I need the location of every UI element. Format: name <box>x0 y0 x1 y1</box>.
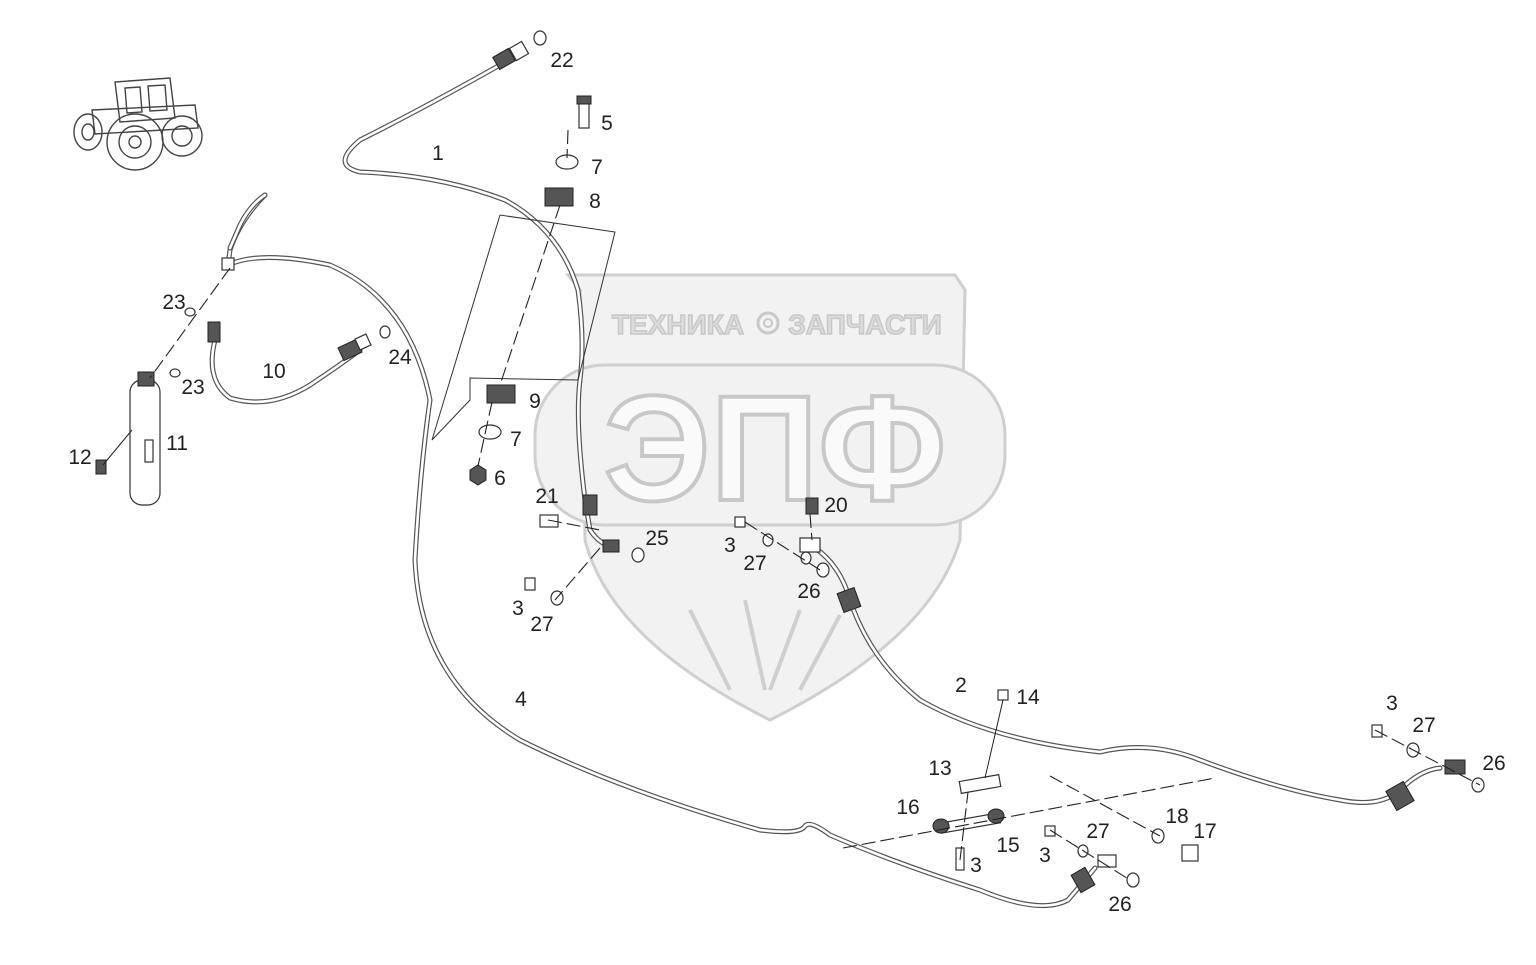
watermark-text-left: ТЕХНИКА <box>612 309 744 340</box>
callout-9: 9 <box>529 390 541 413</box>
callout-3: 3 <box>512 597 524 620</box>
watermark: ТЕХНИКА ЗАПЧАСТИ ЭПФ <box>533 273 1007 722</box>
nut-6 <box>469 464 487 486</box>
callout-8: 8 <box>589 190 601 213</box>
callout-27: 27 <box>743 552 766 575</box>
callout-5: 5 <box>601 112 613 135</box>
callout-27: 27 <box>1412 714 1435 737</box>
callout-27: 27 <box>1086 820 1109 843</box>
callout-17: 17 <box>1193 820 1216 843</box>
callout-14: 14 <box>1016 686 1040 709</box>
pipes <box>209 62 1443 909</box>
callout-13: 13 <box>928 757 951 780</box>
callout-12: 12 <box>68 446 91 469</box>
clamp-9 <box>486 384 516 404</box>
callout-26: 26 <box>1108 893 1131 916</box>
callout-11: 11 <box>166 432 188 455</box>
washer-7-bottom <box>478 424 502 440</box>
callout-15: 15 <box>996 834 1019 857</box>
callout-7: 7 <box>510 428 522 451</box>
callout-20: 20 <box>824 494 847 517</box>
wheat-icon <box>688 599 842 691</box>
callout-3: 3 <box>970 854 982 877</box>
callout-3: 3 <box>1039 844 1051 867</box>
callout-25: 25 <box>645 527 668 550</box>
callout-26: 26 <box>1482 752 1505 775</box>
callout-2: 2 <box>955 674 967 697</box>
callout-16: 16 <box>896 796 919 819</box>
bracket-13 <box>958 773 1002 795</box>
callout-18: 18 <box>1165 805 1188 828</box>
callout-6: 6 <box>494 467 506 490</box>
leader-lines <box>102 129 1481 881</box>
watermark-logo: ЭПФ <box>604 364 947 532</box>
callout-1: 1 <box>432 142 444 165</box>
clamp-8 <box>544 187 574 207</box>
callout-26: 26 <box>797 580 820 603</box>
callout-7: 7 <box>591 156 603 179</box>
pipe-10 <box>209 337 363 405</box>
callout-4: 4 <box>515 688 527 711</box>
callout-23: 23 <box>181 376 204 399</box>
switch-12 <box>95 459 107 475</box>
callout-24: 24 <box>388 346 412 369</box>
tractor-icon <box>73 77 203 171</box>
callout-3: 3 <box>724 534 736 557</box>
callout-23: 23 <box>162 291 185 314</box>
fittings <box>95 30 1485 894</box>
watermark-text-right: ЗАПЧАСТИ <box>788 309 941 340</box>
callout-21: 21 <box>535 485 558 508</box>
callout-labels: 1 2 3 3 3 3 3 4 5 6 7 7 8 9 10 11 12 13 … <box>68 49 1505 916</box>
callout-22: 22 <box>550 49 573 72</box>
callout-3: 3 <box>1386 692 1398 715</box>
gear-icon <box>756 311 780 335</box>
callout-10: 10 <box>262 360 285 383</box>
valve-20 <box>805 497 819 515</box>
watermark-oval <box>533 363 1007 527</box>
callout-27: 27 <box>530 613 553 636</box>
